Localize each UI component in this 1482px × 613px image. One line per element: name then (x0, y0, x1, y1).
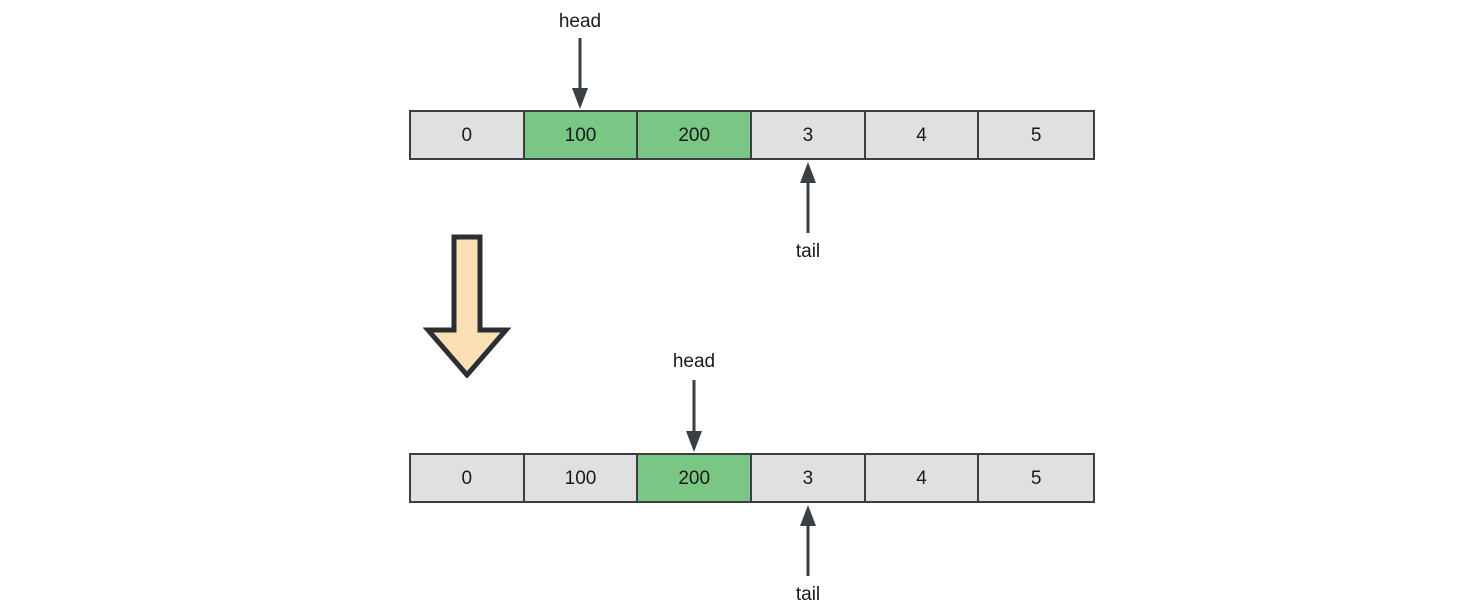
top-tail-label: tail (795, 241, 821, 262)
array-before-cell-1[interactable]: 100 (524, 112, 639, 158)
bottom-tail-arrow-icon (800, 505, 816, 576)
array-after-cell-5[interactable]: 5 (979, 455, 1094, 501)
array-before: 0 100 200 3 4 5 (409, 110, 1095, 160)
array-after-cell-2[interactable]: 200 (638, 455, 753, 501)
array-before-cell-3[interactable]: 3 (752, 112, 866, 158)
down-block-arrow-icon (423, 234, 511, 378)
array-after-cell-1[interactable]: 100 (524, 455, 639, 501)
array-before-cell-5[interactable]: 5 (979, 112, 1094, 158)
array-after-cell-0[interactable]: 0 (411, 455, 525, 501)
array-after-cell-4[interactable]: 4 (865, 455, 980, 501)
top-tail-arrow-icon (800, 162, 816, 233)
top-head-arrow-icon (572, 38, 588, 109)
bottom-head-label: head (672, 351, 716, 372)
bottom-tail-label: tail (795, 584, 821, 605)
array-before-cell-2[interactable]: 200 (638, 112, 753, 158)
array-before-cell-0[interactable]: 0 (411, 112, 525, 158)
array-after-cell-3[interactable]: 3 (752, 455, 866, 501)
array-after: 0 100 200 3 4 5 (409, 453, 1095, 503)
array-before-cell-4[interactable]: 4 (865, 112, 980, 158)
top-head-label: head (558, 11, 602, 32)
bottom-head-arrow-icon (686, 380, 702, 452)
